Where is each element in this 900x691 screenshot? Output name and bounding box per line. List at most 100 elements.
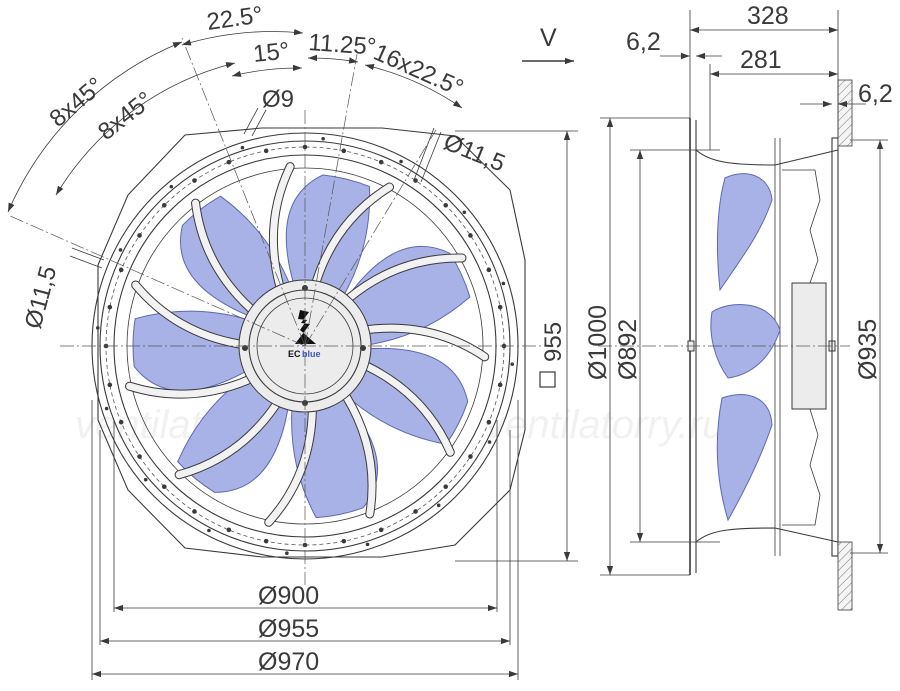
logo-prefix: EC: [288, 349, 301, 359]
inlet-venturi-bottom: [695, 527, 839, 543]
mounting-hole: [107, 382, 113, 388]
leader-d9: [251, 109, 267, 137]
flange-hole: [321, 136, 325, 141]
side-guard-bottom: [782, 408, 821, 526]
flange-hole: [436, 503, 441, 508]
mounting-hole: [378, 159, 384, 165]
flange-hole: [399, 159, 403, 164]
flange-hole: [143, 477, 148, 482]
label-d1000: Ø1000: [584, 305, 612, 380]
logo-suffix: blue: [302, 349, 321, 359]
guard-struts: [125, 162, 490, 527]
guard-strut-fill: [346, 254, 466, 302]
mounting-hole: [118, 267, 124, 273]
flange-hole: [240, 145, 245, 150]
label-d935: Ø935: [854, 319, 882, 380]
flange-hole: [95, 326, 100, 330]
mounting-hole: [118, 419, 124, 425]
guard-strut-fill: [175, 401, 280, 479]
impeller-blade: [285, 174, 371, 300]
leader-d11-5-left: [71, 247, 105, 261]
label-22-5-deg: 22.5°: [205, 1, 265, 36]
mounting-hole: [161, 484, 167, 490]
label-15-deg: 15°: [252, 37, 291, 68]
leader-d11-5-left: [69, 255, 103, 269]
guard-strut-fill: [312, 183, 394, 285]
mounting-flange: [831, 137, 839, 557]
flange-hole: [462, 210, 467, 215]
flange-hole: [207, 528, 211, 533]
label-281: 281: [740, 46, 782, 74]
wall-section-bottom: [837, 541, 853, 611]
flange-hole: [501, 281, 506, 286]
mounting-hole: [137, 454, 142, 459]
mounting-hole: [497, 382, 503, 388]
flange-hole: [118, 248, 123, 252]
square-symbol: [539, 371, 556, 388]
flange-hole: [510, 362, 515, 366]
front-view: EC blue 22.5° 15° 11.25° 16x22.5° 8x45° …: [7, 1, 578, 680]
mounting-hole: [302, 144, 308, 150]
label-hole-d11-5-top: Ø11,5: [440, 129, 509, 178]
guard-strut-fill: [365, 324, 489, 361]
angle-arc-16x22-5: [364, 64, 463, 109]
side-guard-top: [782, 169, 821, 284]
mounting-hole: [263, 538, 269, 544]
mounting-hole: [443, 202, 449, 208]
flange-hole: [169, 184, 174, 189]
side-view: V 328 281 6,2: [522, 2, 893, 611]
guard-strut-fill: [364, 363, 454, 456]
mounting-hole: [468, 454, 473, 459]
mounting-hole: [378, 527, 384, 533]
guard-strut-fill: [269, 163, 294, 289]
angle-arc-8x45-inner: [55, 62, 236, 196]
center-line-ray: [304, 129, 437, 347]
mounting-hole: [413, 178, 418, 183]
flange-hole: [104, 406, 109, 411]
hub-bolt: [242, 345, 248, 351]
mounting-hole: [192, 509, 197, 514]
mounting-holes: [95, 136, 515, 556]
angle-arc-11-25: [307, 54, 359, 64]
mounting-hole: [226, 159, 232, 165]
mounting-hole: [137, 233, 142, 238]
ecblue-logo-icon: [295, 310, 316, 344]
mounting-hole: [486, 419, 492, 425]
mounting-hole: [341, 538, 347, 544]
angle-arc-22-5: [181, 28, 304, 46]
label-hole-d9: Ø9: [262, 86, 294, 113]
mounting-hole: [468, 233, 473, 238]
guard-strut-fill: [132, 281, 243, 348]
mounting-hole: [192, 178, 197, 183]
guard-strut-fill: [265, 408, 316, 526]
label-d970: Ø970: [258, 648, 319, 676]
hub-bolt: [360, 345, 366, 351]
label-6-2-right: 6,2: [858, 80, 893, 108]
label-6-2-top: 6,2: [626, 28, 661, 56]
leader-d11-5-top: [413, 127, 435, 181]
center-line-ray: [7, 214, 306, 347]
guard-strut-fill: [126, 376, 252, 398]
mounting-hole: [341, 148, 347, 154]
label-d900: Ø900: [258, 582, 319, 610]
mounting-hole: [486, 267, 492, 273]
mounting-hole: [443, 484, 449, 490]
mounting-hole: [226, 527, 232, 533]
label-hole-d11-5-left: Ø11,5: [20, 263, 63, 331]
flange-hole: [487, 440, 492, 444]
watermark-right: ventilatorry.ru: [485, 403, 724, 447]
mounting-hole: [263, 148, 269, 154]
label-328: 328: [747, 2, 789, 30]
side-blade-top: [716, 173, 773, 292]
angle-arc-15: [231, 64, 303, 77]
guard-strut-fill: [343, 393, 376, 518]
guard-strut-fill: [192, 199, 255, 313]
leader-d11-5-top: [420, 131, 442, 183]
flange-hole: [365, 542, 370, 547]
flange-hole: [285, 551, 289, 556]
inlet-venturi-top: [695, 149, 839, 166]
impeller-blade: [132, 310, 252, 392]
wall-section-top: [837, 79, 853, 147]
side-blade-low: [716, 394, 773, 522]
label-11-25-deg: 11.25°: [308, 29, 378, 61]
